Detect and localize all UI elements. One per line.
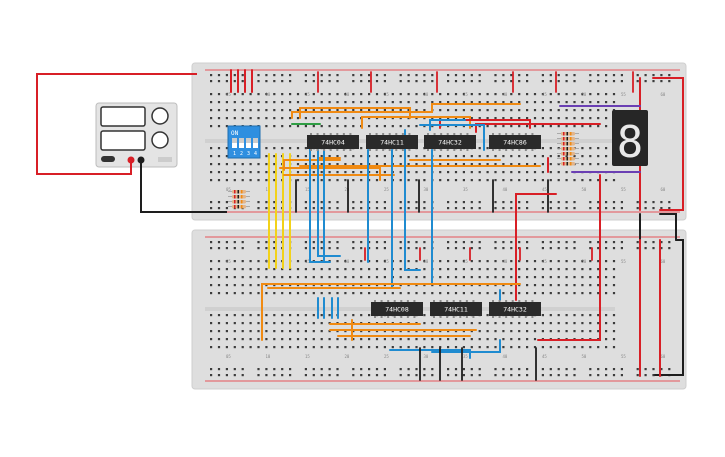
ic-chip[interactable]: 74HC32 xyxy=(489,300,541,318)
ic-chip[interactable]: 74HC08 xyxy=(371,300,423,318)
signal-wire-orange[interactable] xyxy=(291,103,521,119)
resistor-array-left[interactable] xyxy=(228,190,250,209)
column-label: 55 xyxy=(621,187,626,192)
ic-chip[interactable]: 74HC32 xyxy=(424,133,476,151)
column-label: 45 xyxy=(542,187,547,192)
column-label: 05 xyxy=(226,92,231,97)
column-label: 35 xyxy=(463,259,468,264)
ic-chip-label: 74HC86 xyxy=(503,139,527,147)
column-label: 40 xyxy=(503,354,508,359)
dip-toggle-label: 2 xyxy=(240,151,243,157)
column-label: 25 xyxy=(384,354,389,359)
bottom-ic-row[interactable]: 74HC08 74HC11 74HC32 xyxy=(371,300,541,318)
ic-chip-label: 74HC04 xyxy=(321,139,345,147)
column-label: 35 xyxy=(463,92,468,97)
ic-chip[interactable]: 74HC11 xyxy=(366,133,418,151)
column-label: 35 xyxy=(463,187,468,192)
column-label: 25 xyxy=(384,259,389,264)
column-label: 55 xyxy=(621,259,626,264)
dip-toggle-label: 1 xyxy=(233,151,236,157)
signal-wire-red[interactable] xyxy=(537,174,601,341)
rail-link-black[interactable] xyxy=(654,239,684,376)
bottom-column-labels: 0505101015152020252530303535404045455050… xyxy=(226,259,666,359)
column-label: 45 xyxy=(542,92,547,97)
ic-chip-label: 74HC11 xyxy=(380,139,404,147)
ic-chip-label: 74HC08 xyxy=(385,306,409,314)
ic-chip[interactable]: 74HC86 xyxy=(489,133,541,151)
signal-wire-orange[interactable] xyxy=(299,107,411,119)
column-label: 10 xyxy=(266,92,271,97)
signal-wire-blue[interactable] xyxy=(389,349,471,359)
column-label: 55 xyxy=(621,354,626,359)
column-label: 40 xyxy=(503,259,508,264)
column-label: 05 xyxy=(226,354,231,359)
column-label: 20 xyxy=(345,354,350,359)
seven-segment-digit: 8 xyxy=(617,117,644,168)
column-label: 05 xyxy=(226,187,231,192)
voltage-knob-icon[interactable] xyxy=(151,107,169,125)
column-label: 25 xyxy=(384,92,389,97)
ic-chip[interactable]: 74HC04 xyxy=(307,133,359,151)
dip-toggle-label: 4 xyxy=(254,151,257,157)
current-knob-icon[interactable] xyxy=(151,131,169,149)
column-label: 40 xyxy=(503,92,508,97)
column-label: 05 xyxy=(226,259,231,264)
column-label: 10 xyxy=(266,354,271,359)
column-label: 45 xyxy=(542,354,547,359)
ic-chip-label: 74HC32 xyxy=(503,306,527,314)
seven-segment-display-icon[interactable]: 8 xyxy=(612,110,648,168)
ic-chip[interactable]: 74HC11 xyxy=(430,300,482,318)
column-label: 50 xyxy=(582,354,587,359)
column-label: 20 xyxy=(345,92,350,97)
signal-wire-orange[interactable] xyxy=(279,167,381,181)
power-switch-icon[interactable] xyxy=(101,156,115,162)
resistor-array-right[interactable] xyxy=(557,132,579,166)
signal-wire-orange[interactable] xyxy=(283,159,341,171)
column-label: 25 xyxy=(384,187,389,192)
rail-link-red[interactable] xyxy=(652,77,684,211)
signal-wire-blue[interactable] xyxy=(429,119,466,131)
column-label: 40 xyxy=(503,187,508,192)
column-label: 20 xyxy=(345,259,350,264)
supply-wires[interactable] xyxy=(36,73,227,213)
signal-wire-red[interactable] xyxy=(515,193,557,301)
signal-wire-blue[interactable] xyxy=(419,124,485,151)
column-label: 60 xyxy=(661,354,666,359)
jumper-wires[interactable] xyxy=(230,69,684,381)
column-label: 60 xyxy=(661,187,666,192)
column-label: 30 xyxy=(424,354,429,359)
column-label: 15 xyxy=(305,354,310,359)
ic-chip-label: 74HC11 xyxy=(444,306,468,314)
dip-toggle-label: 3 xyxy=(247,151,250,157)
signal-wire-blue[interactable] xyxy=(404,129,421,271)
column-label: 15 xyxy=(305,187,310,192)
rail-link-black[interactable] xyxy=(659,213,677,241)
column-label: 35 xyxy=(463,354,468,359)
signal-wire-orange[interactable] xyxy=(361,116,471,129)
column-label: 30 xyxy=(424,259,429,264)
column-label: 30 xyxy=(424,92,429,97)
column-label: 50 xyxy=(582,259,587,264)
dip-switch-on-label: ON xyxy=(231,130,239,137)
column-label: 15 xyxy=(305,92,310,97)
column-label: 45 xyxy=(542,259,547,264)
signal-wire-blue[interactable] xyxy=(317,149,341,257)
column-label: 30 xyxy=(424,187,429,192)
column-label: 50 xyxy=(582,187,587,192)
column-label: 15 xyxy=(305,259,310,264)
bench-power-supply-icon[interactable] xyxy=(95,102,178,168)
column-label: 50 xyxy=(582,92,587,97)
signal-wire-orange[interactable] xyxy=(261,283,521,341)
signal-wire-blue[interactable] xyxy=(431,339,501,353)
ic-chip-label: 74HC32 xyxy=(438,139,462,147)
top-ic-row[interactable]: 74HC04 74HC11 74HC32 74HC86 xyxy=(307,133,541,151)
column-label: 60 xyxy=(661,259,666,264)
column-label: 60 xyxy=(661,92,666,97)
column-label: 55 xyxy=(621,92,626,97)
